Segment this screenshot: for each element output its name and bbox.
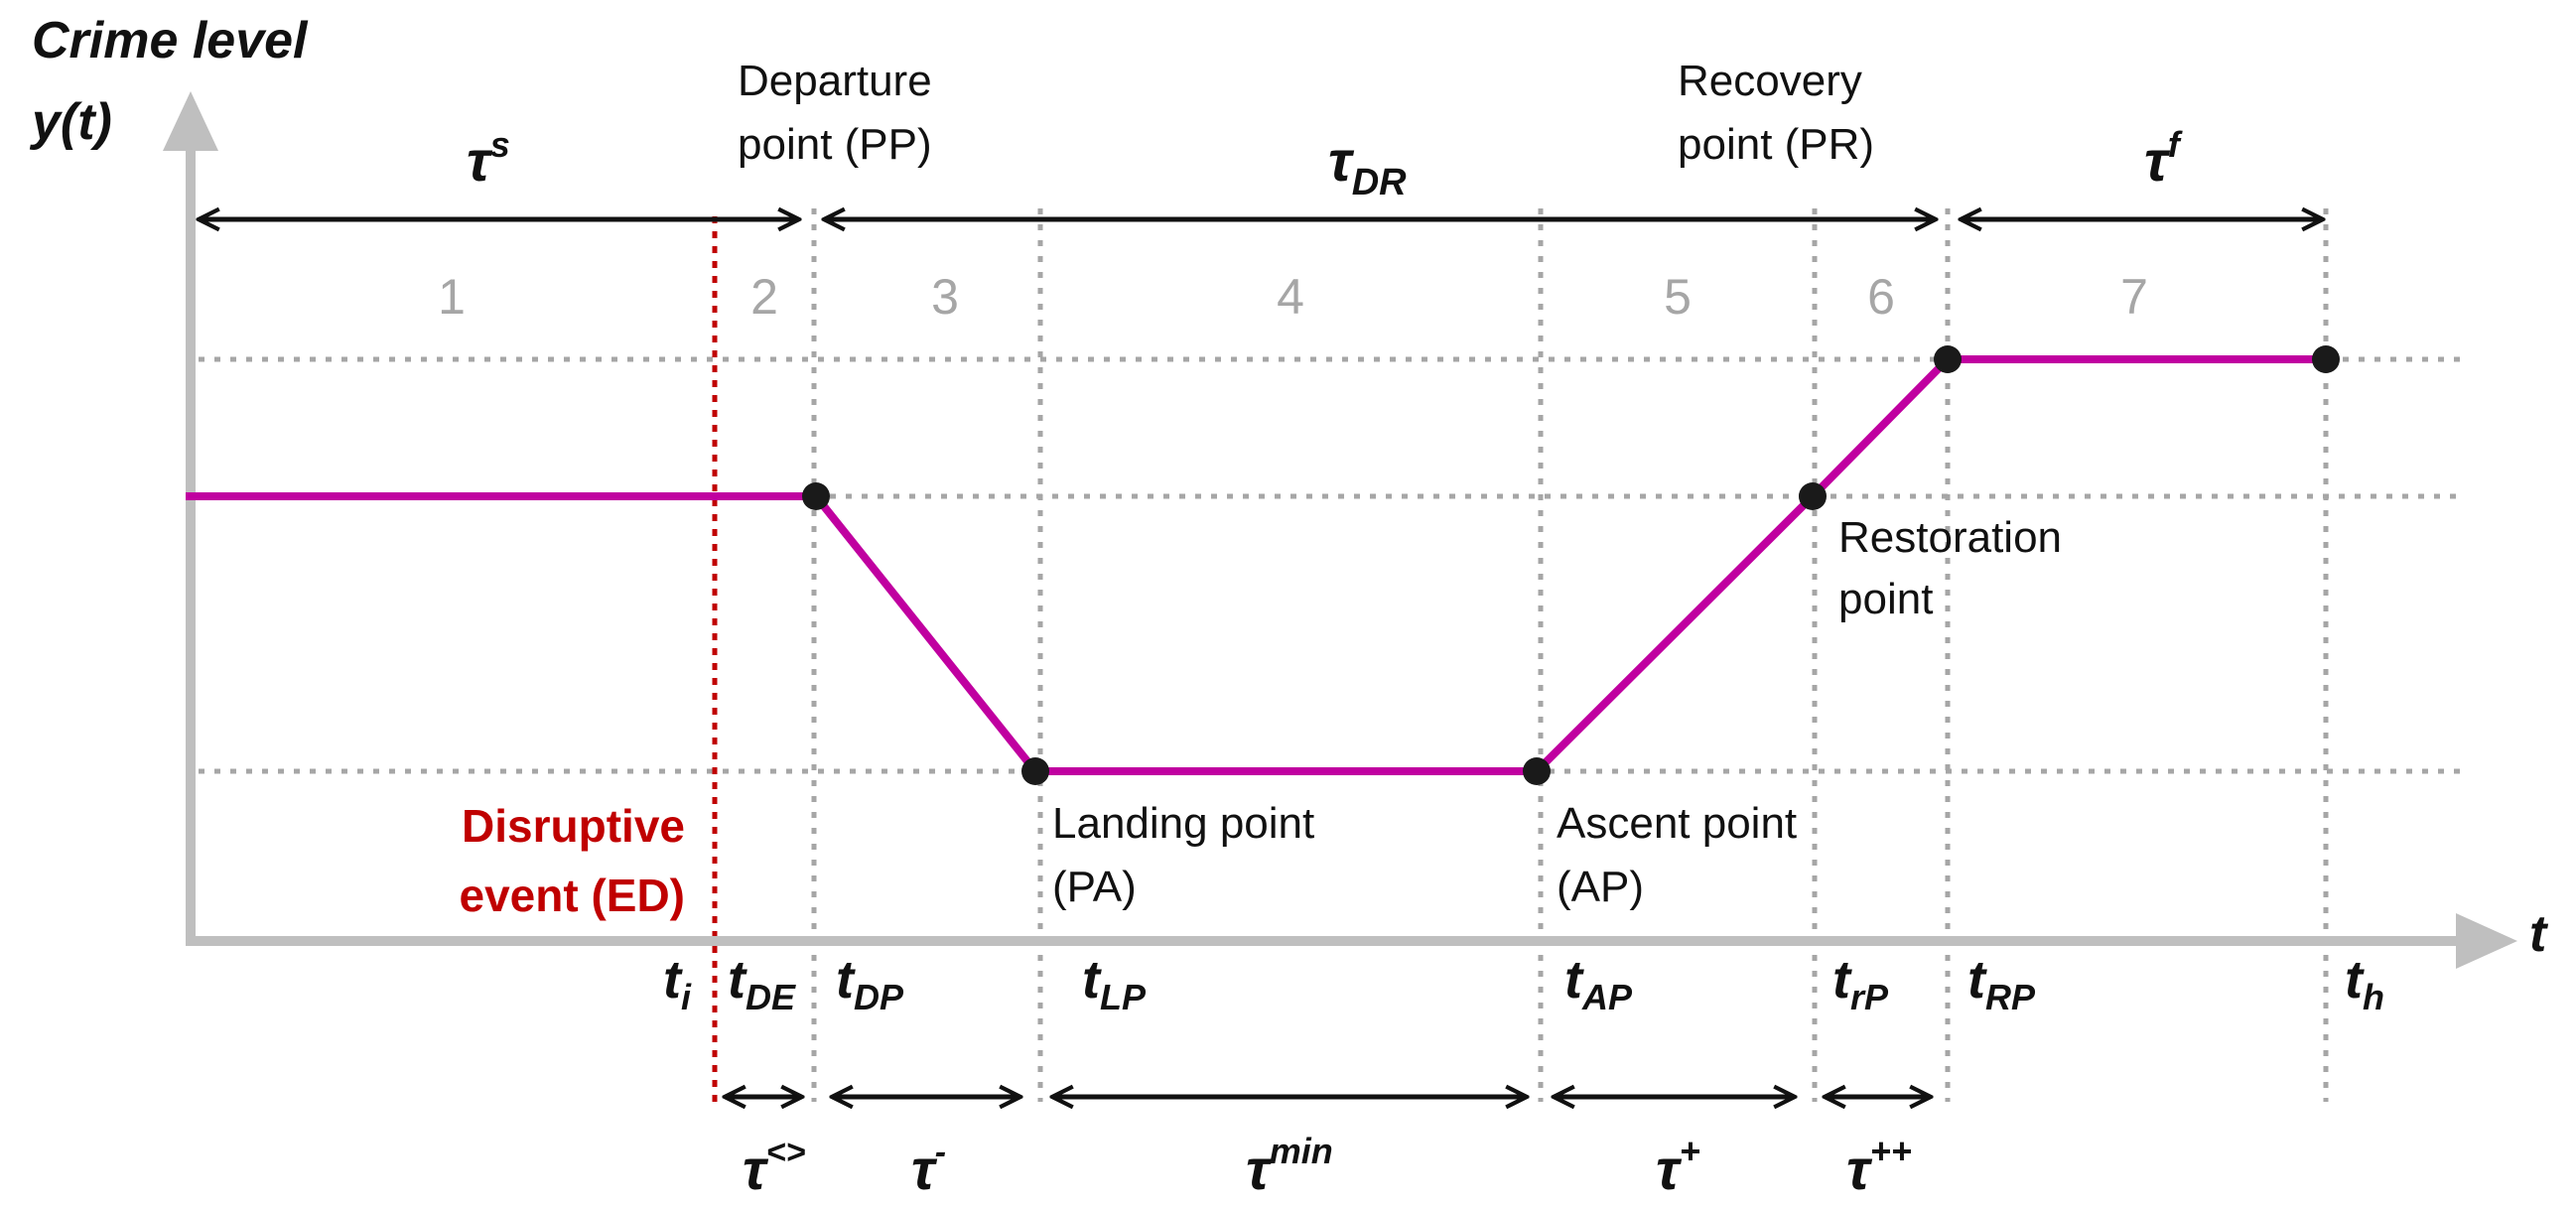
- landing-point-marker: [1021, 757, 1049, 785]
- departure-point-label-line1: Departure: [738, 57, 932, 105]
- tick-t-dp: tDP: [836, 950, 904, 1017]
- tau-minus-label: τ-: [911, 1134, 946, 1202]
- tick-t-de: tDE: [728, 950, 796, 1017]
- phase-number: 4: [1277, 269, 1304, 325]
- ascent-point-label-line2: (AP): [1557, 863, 1644, 911]
- phase-number: 1: [438, 269, 466, 325]
- phase-number: 2: [750, 269, 778, 325]
- disruptive-event-label-line1: Disruptive: [462, 800, 685, 852]
- curve-points: [802, 345, 2340, 785]
- phase-number: 5: [1664, 269, 1692, 325]
- y-axis-title-line2: y(t): [29, 93, 112, 151]
- tau-diamond-label: τ<>: [743, 1134, 806, 1202]
- x-axis-arrowhead: [2456, 913, 2517, 969]
- tick-t-i: ti: [663, 950, 692, 1017]
- tau-plus-label: τ+: [1656, 1131, 1700, 1202]
- recovery-point-label-line1: Recovery: [1678, 57, 1862, 105]
- bottom-tau-labels: τ<> τ- τmin τ+ τ++: [743, 1131, 1912, 1202]
- disruptive-event-label-line2: event (ED): [460, 870, 685, 921]
- axes: [163, 91, 2517, 969]
- restoration-point-marker: [1799, 482, 1827, 510]
- phase-numbers: 1 2 3 4 5 6 7: [438, 269, 2148, 325]
- tick-t-ap: tAP: [1564, 950, 1633, 1017]
- restoration-point-label-line1: Restoration: [1838, 513, 2062, 562]
- phase-number: 7: [2120, 269, 2148, 325]
- y-axis-arrowhead: [163, 91, 218, 151]
- tau-f-label: τf: [2144, 124, 2183, 194]
- crime-level-curve: [186, 355, 2326, 775]
- departure-point-marker: [802, 482, 830, 510]
- recovery-point-label-line2: point (PR): [1678, 120, 1874, 169]
- tau-dr-label: τDR: [1328, 129, 1407, 203]
- ascent-point-label-line1: Ascent point: [1557, 799, 1797, 848]
- tau-s-label: τs: [467, 124, 510, 194]
- phase-number: 3: [931, 269, 959, 325]
- time-tick-labels: ti tDE tDP tLP tAP trP tRP th: [663, 950, 2384, 1017]
- horizontal-gridlines: [199, 356, 2462, 774]
- x-axis-title: t: [2529, 905, 2549, 963]
- recovery-point-marker: [1934, 345, 1962, 373]
- ascent-point-marker: [1523, 757, 1551, 785]
- tick-t-rp-small: trP: [1832, 950, 1889, 1017]
- restoration-point-label-line2: point: [1838, 575, 1933, 623]
- tick-t-lp: tLP: [1082, 950, 1147, 1017]
- landing-point-label-line1: Landing point: [1052, 799, 1314, 848]
- horizon-point-marker: [2312, 345, 2340, 373]
- y-axis-title-line1: Crime level: [32, 12, 309, 69]
- tau-min-label: τmin: [1246, 1131, 1333, 1202]
- tick-t-rp: tRP: [1967, 950, 2036, 1017]
- departure-point-label-line2: point (PP): [738, 120, 932, 169]
- tick-t-h: th: [2345, 950, 2384, 1017]
- point-annotations: Departure point (PP) Recovery point (PR)…: [738, 57, 2062, 911]
- phase-number: 6: [1867, 269, 1895, 325]
- landing-point-label-line2: (PA): [1052, 863, 1137, 911]
- tau-plusplus-label: τ++: [1846, 1131, 1912, 1202]
